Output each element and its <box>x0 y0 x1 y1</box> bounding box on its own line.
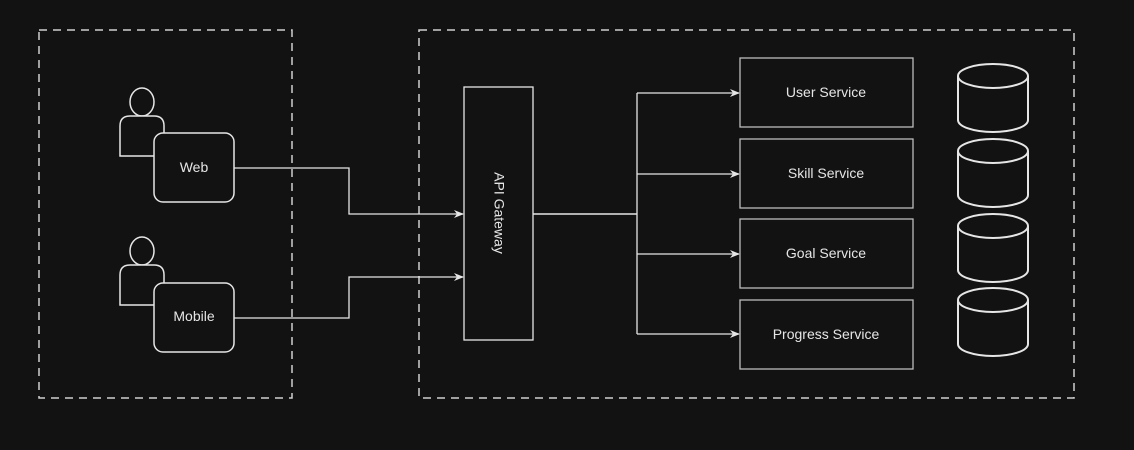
web-user-icon <box>119 87 165 157</box>
user-service-node[interactable] <box>739 57 914 128</box>
client-boundary <box>38 29 293 399</box>
mobile-user-icon <box>119 236 165 306</box>
mobile-client-label: Mobile <box>173 308 214 324</box>
web-client-label: Web <box>180 159 209 175</box>
user-database-icon[interactable] <box>957 63 1029 133</box>
user-service-label: User Service <box>786 84 866 100</box>
skill-service-label: Skill Service <box>788 165 864 181</box>
goal-service-label: Goal Service <box>786 245 866 261</box>
progress-service-node[interactable] <box>739 299 914 370</box>
skill-database-icon[interactable] <box>957 138 1029 208</box>
goal-service-node[interactable] <box>739 218 914 289</box>
api-gateway-node[interactable] <box>463 86 534 341</box>
goal-database-icon[interactable] <box>957 213 1029 283</box>
progress-database-icon[interactable] <box>957 287 1029 357</box>
web-to-gateway-connector <box>234 167 464 218</box>
progress-service-label: Progress Service <box>773 326 880 342</box>
mobile-to-gateway-connector <box>234 273 464 319</box>
skill-service-node[interactable] <box>739 138 914 209</box>
api-gateway-label: API Gateway <box>491 172 507 254</box>
